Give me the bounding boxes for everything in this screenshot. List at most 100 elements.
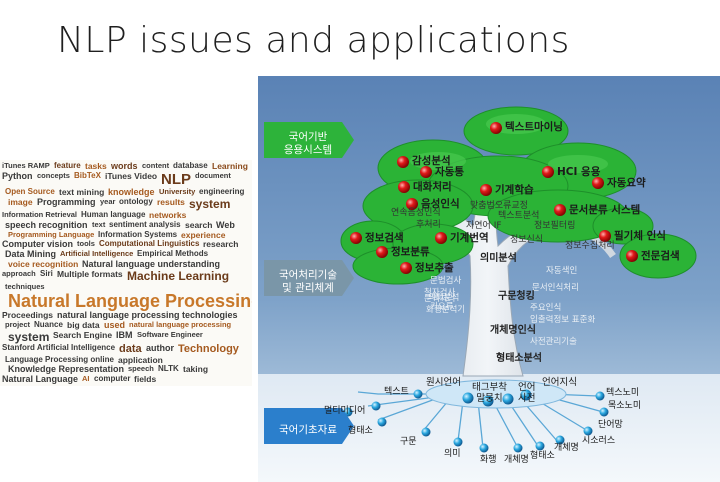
tech-label: 주요인식 [530, 303, 562, 313]
word-cloud-term: sentiment analysis [109, 219, 181, 229]
banner-processing: 국어처리기술 및 관리체계 [266, 264, 350, 300]
app-label: 대화처리 [413, 181, 452, 193]
tech-label: 사전관리기술 [530, 337, 577, 347]
tech-main-label: 형태소분석 [496, 353, 542, 364]
word-cloud-term: Proceedings [2, 309, 54, 320]
tech-label: 자연어 IF [466, 221, 502, 231]
resource-leaf-label: 멀티미디어 [324, 406, 366, 416]
banner-processing-label: 국어처리기술 및 관리체계 [279, 269, 337, 294]
banner-app-systems-label: 국어기반 응용시스템 [283, 131, 333, 156]
word-cloud-term: tasks [85, 161, 107, 171]
word-cloud-term: Siri [40, 269, 53, 278]
word-cloud-term: Information Systems [98, 229, 178, 239]
word-cloud-term: document [195, 171, 231, 180]
word-cloud-term: techniques [5, 282, 45, 291]
word-cloud-term: approach [2, 269, 36, 278]
tech-label: 입출력정보 표준화 [530, 315, 596, 325]
word-cloud-term: Data Mining [5, 249, 56, 259]
banner-app-systems: 국어기반 응용시스템 [266, 126, 350, 162]
resource-leaf-label: 화행 [480, 455, 497, 465]
resource-leaf-label: 단어망 [598, 420, 623, 430]
word-cloud-term: image [8, 197, 33, 207]
word-cloud-term: Learning [212, 161, 248, 171]
word-cloud-term: AI [82, 374, 90, 383]
resource-leaf-label: 개체명 [504, 455, 529, 465]
word-cloud-term: speech recognition [5, 219, 88, 230]
word-cloud-term: Software Engineer [137, 329, 203, 339]
resource-leaf-label: 구문 [400, 437, 417, 447]
app-label: 기계번역 [450, 232, 489, 244]
word-cloud-term: Web [216, 219, 235, 230]
word-cloud-term: Knowledge Representation [8, 364, 125, 374]
word-cloud-term: speech [128, 364, 154, 373]
word-cloud-term: fields [134, 374, 157, 384]
tech-label: 정보신식 [510, 235, 544, 245]
tree-illustration [258, 76, 720, 482]
resource-leaf-label: 의미 [444, 449, 461, 459]
word-cloud-term: system [189, 197, 231, 211]
app-label: 문서분류 시스템 [569, 204, 641, 216]
word-cloud-term: system [8, 329, 50, 344]
word-cloud-term: ontology [119, 197, 153, 206]
tech-main-label: 개체명인식 [490, 325, 536, 336]
resource-top-label: 원시언어 [426, 377, 461, 388]
tech-label: 정보수집처리 [565, 241, 615, 251]
word-cloud-term: year [100, 197, 116, 206]
word-cloud-term: natural language processing [129, 319, 232, 329]
word-cloud-term: Programming Language [8, 229, 95, 239]
word-cloud-term: Natural Language [2, 374, 79, 384]
app-label: 자동요약 [607, 177, 646, 189]
word-cloud-term: Information Retrieval [2, 210, 78, 219]
app-label: HCI 응용 [557, 166, 601, 178]
tech-main-label: 구문청킹 [498, 291, 535, 302]
word-cloud-term: Programming [37, 197, 96, 207]
app-label: 정보검색 [365, 232, 404, 244]
app-label: 필기체 인식 [614, 230, 666, 242]
word-cloud-term: used [104, 319, 126, 330]
tech-label: 철자검사 [424, 288, 456, 298]
tech-label: 정보필터링 [534, 221, 576, 231]
word-cloud-term: Stanford Artificial Intelligence [2, 342, 116, 352]
word-cloud-term: results [157, 197, 185, 207]
word-cloud-term: iTunes Video [105, 171, 158, 181]
tech-label: 맞춤법오류교정 [470, 201, 528, 211]
resource-top-label: 언어지식 [542, 377, 577, 388]
tech-label: 문맥처리 [424, 294, 456, 304]
app-label: 감성분석 [412, 155, 451, 167]
word-cloud-term: University [159, 187, 196, 196]
tech-label: 문서인식처리 [532, 283, 579, 293]
word-cloud-term: computer [94, 374, 131, 383]
resource-leaf-label: 시소러스 [582, 436, 616, 446]
word-cloud-term: voice recognition [8, 259, 79, 269]
word-cloud-term: taking [183, 364, 209, 374]
app-label: 음성인식 [421, 198, 460, 210]
word-cloud-term: knowledge [108, 187, 155, 197]
tech-label: 문법검사 [430, 276, 462, 286]
word-cloud-term: application [118, 354, 163, 365]
word-cloud-term: Empirical Methods [137, 249, 209, 258]
word-cloud-term: Multiple formats [57, 269, 123, 279]
word-cloud-term: Computer vision [2, 239, 74, 249]
resource-leaf-label: 개체명 [554, 443, 579, 453]
word-cloud-term: content [142, 161, 170, 170]
word-cloud-term: search [185, 219, 213, 230]
word-cloud-term: Computational Linguistics [99, 239, 200, 248]
word-cloud-term: author [146, 342, 174, 353]
word-cloud-term: concepts [37, 171, 70, 180]
word-cloud-term: text [92, 219, 106, 229]
word-cloud-term: data [119, 342, 142, 355]
app-label: 기계학습 [495, 184, 534, 196]
resource-top-label: 태그부착 말뭉치 [472, 382, 507, 405]
word-cloud-term: IBM [116, 329, 133, 340]
word-cloud-term: text mining [59, 187, 105, 197]
word-cloud-term: Search Engine [53, 329, 113, 340]
word-cloud-term: tools [77, 239, 95, 248]
resource-leaf-label: 텍스노미 [606, 388, 640, 398]
word-cloud-term: iTunes RAMP [2, 161, 50, 170]
word-cloud-term: BibTeX [74, 171, 101, 180]
resource-top-label: 언어 사전 [518, 382, 536, 405]
word-cloud-term: Python [2, 171, 33, 181]
app-label: 정보분류 [391, 246, 430, 258]
word-cloud-term: Natural Language Processing [8, 290, 252, 311]
